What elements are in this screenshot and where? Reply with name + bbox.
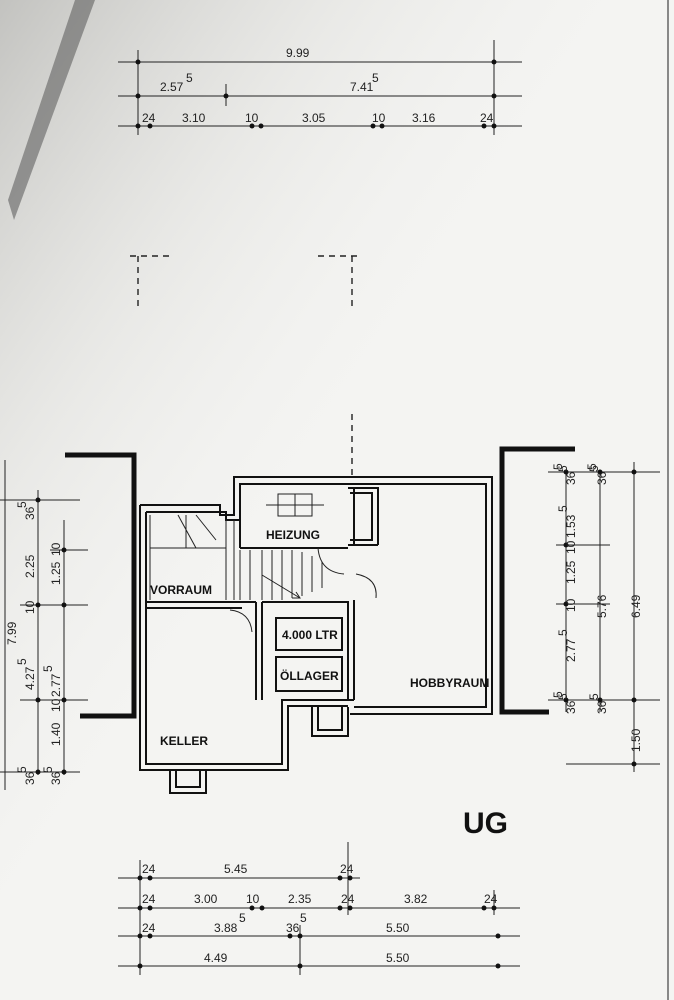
dim-top-r3-2: 10 [245, 111, 259, 125]
dim-left-part-sup: 5 [186, 71, 193, 85]
light-well-keller [169, 770, 207, 794]
right-dim-h2: 6.49 [629, 594, 643, 618]
bot-dim-r2-3: 2.35 [288, 892, 312, 906]
bottom-dimensions: 24 5.45 24 24 3.00 10 2.35 24 3.82 24 24… [118, 842, 520, 975]
right-dim-col1-1: 10 [564, 540, 578, 554]
door-swing-hobby [355, 573, 377, 599]
bot-dim-r2-6: 24 [484, 892, 498, 906]
left-dim-bot-b: 36 [49, 771, 63, 785]
left-dim-inner-1: 10 [23, 600, 37, 614]
left-dim-mid: 4.27 [23, 666, 37, 690]
bot-dim-r2-5: 3.82 [404, 892, 428, 906]
dim-right-part: 7.41 [350, 80, 374, 94]
bot-dim-r1-0: 24 [142, 862, 156, 876]
left-dimensions: 7.99 36 5 2.25 10 1.25 10 4.27 5 2.77 5 … [0, 460, 88, 790]
bot-dim-r3-b: 3.88 [214, 921, 238, 935]
right-dim-mid: 2.77 [564, 638, 578, 662]
left-dim-mid2: 2.77 [49, 673, 63, 697]
left-dim-bot-a-sup: 5 [15, 766, 29, 773]
right-dim-extra: 1.50 [629, 728, 643, 752]
dim-top-r3-3: 3.05 [302, 111, 326, 125]
right-dim-bot-c: 5 [551, 691, 565, 698]
dim-left-part: 2.57 [160, 80, 184, 94]
bot-dim-r1-2: 24 [340, 862, 354, 876]
left-dim-bot-a: 36 [23, 771, 37, 785]
left-dim-top-a-sup: 5 [15, 501, 29, 508]
room-label-oellager: ÖLLAGER [280, 668, 339, 683]
right-dim-bot-b: 36 [595, 700, 609, 714]
bot-dim-r3-c-sup: 5 [300, 911, 307, 925]
right-dim-top-c: 5 [551, 463, 565, 470]
right-dimensions: 36 5 36 5 5 5 1.53 5 10 1.25 10 2.77 5 5… [548, 462, 660, 772]
right-dim-col1-2: 1.25 [564, 560, 578, 584]
plan-title: UG [463, 807, 508, 840]
left-dim-inner-3: 10 [49, 542, 63, 556]
room-label-keller: KELLER [160, 734, 208, 748]
right-dim-top-b-sup: 5 [587, 465, 601, 472]
right-dim-col1-3: 10 [564, 598, 578, 612]
dim-top-r3-0: 24 [142, 111, 156, 125]
right-dim-col1-0: 1.53 [564, 514, 578, 538]
bot-dim-r3-c: 36 [286, 921, 300, 935]
dim-top-r3-5: 3.16 [412, 111, 436, 125]
left-dim-mid-sup: 5 [15, 658, 29, 665]
left-dim-inner-0: 2.25 [23, 554, 37, 578]
right-dim-bot-a-sup: 5 [556, 693, 570, 700]
building-outline: HEIZUNG VORRAUM 4.000 LTR ÖLLAGER HOBBYR… [65, 446, 575, 794]
bot-dim-r1-1: 5.45 [224, 862, 248, 876]
right-dim-top-a: 36 [564, 471, 578, 485]
right-dim-top-a-sup: 5 [556, 465, 570, 472]
room-label-tank: 4.000 LTR [282, 628, 338, 642]
right-dim-top-d: 5 [585, 463, 599, 470]
dim-top-r3-6: 24 [480, 111, 494, 125]
bot-dim-r2-0: 24 [142, 892, 156, 906]
stairs [149, 514, 323, 600]
right-dim-bot-a: 36 [564, 700, 578, 714]
dim-top-r3-1: 3.10 [182, 111, 206, 125]
dim-overall: 9.99 [286, 46, 310, 60]
bot-dim-r3-d: 5.50 [386, 921, 410, 935]
bot-dim-r2-4: 24 [341, 892, 355, 906]
left-dim-mid2-sup: 5 [41, 665, 55, 672]
room-label-heizung: HEIZUNG [266, 528, 320, 542]
reference-marks [130, 255, 360, 475]
top-dimensions: 9.99 2.57 5 7.41 5 24 3.10 10 3.05 10 3.… [118, 40, 522, 135]
bot-dim-r3-a: 24 [142, 921, 156, 935]
room-label-hobbyraum: HOBBYRAUM [410, 676, 489, 690]
right-dim-h1: 5.76 [595, 594, 609, 618]
right-dim-top-b: 36 [595, 471, 609, 485]
dim-right-part-sup: 5 [372, 71, 379, 85]
door-swing-heizung [317, 547, 345, 575]
paper-fold-shadow [8, 0, 95, 220]
bot-dim-r3-b-sup: 5 [239, 911, 246, 925]
right-dim-mid-sup: 5 [556, 629, 570, 636]
right-dim-bot-b-sup: 5 [587, 693, 601, 700]
dim-top-r3-4: 10 [372, 111, 386, 125]
left-dim-bot-b-sup: 5 [41, 766, 55, 773]
tank-box [275, 617, 343, 651]
light-well-oellager [311, 707, 349, 737]
left-dim-small-1: 1.40 [49, 722, 63, 746]
right-dim-col1-sup: 5 [556, 505, 570, 512]
bot-dim-r4-0: 4.49 [204, 951, 228, 965]
oellager-box [275, 656, 343, 692]
bot-dim-r2-1: 3.00 [194, 892, 218, 906]
door-swing-vorraum [229, 609, 253, 633]
left-dim-outer: 7.99 [5, 621, 19, 645]
left-dim-inner-2: 1.25 [49, 561, 63, 585]
bot-dim-r4-1: 5.50 [386, 951, 410, 965]
left-dim-top-a: 36 [23, 506, 37, 520]
room-label-vorraum: VORRAUM [150, 583, 212, 597]
bot-dim-r2-2: 10 [246, 892, 260, 906]
left-dim-small-0: 10 [49, 698, 63, 712]
